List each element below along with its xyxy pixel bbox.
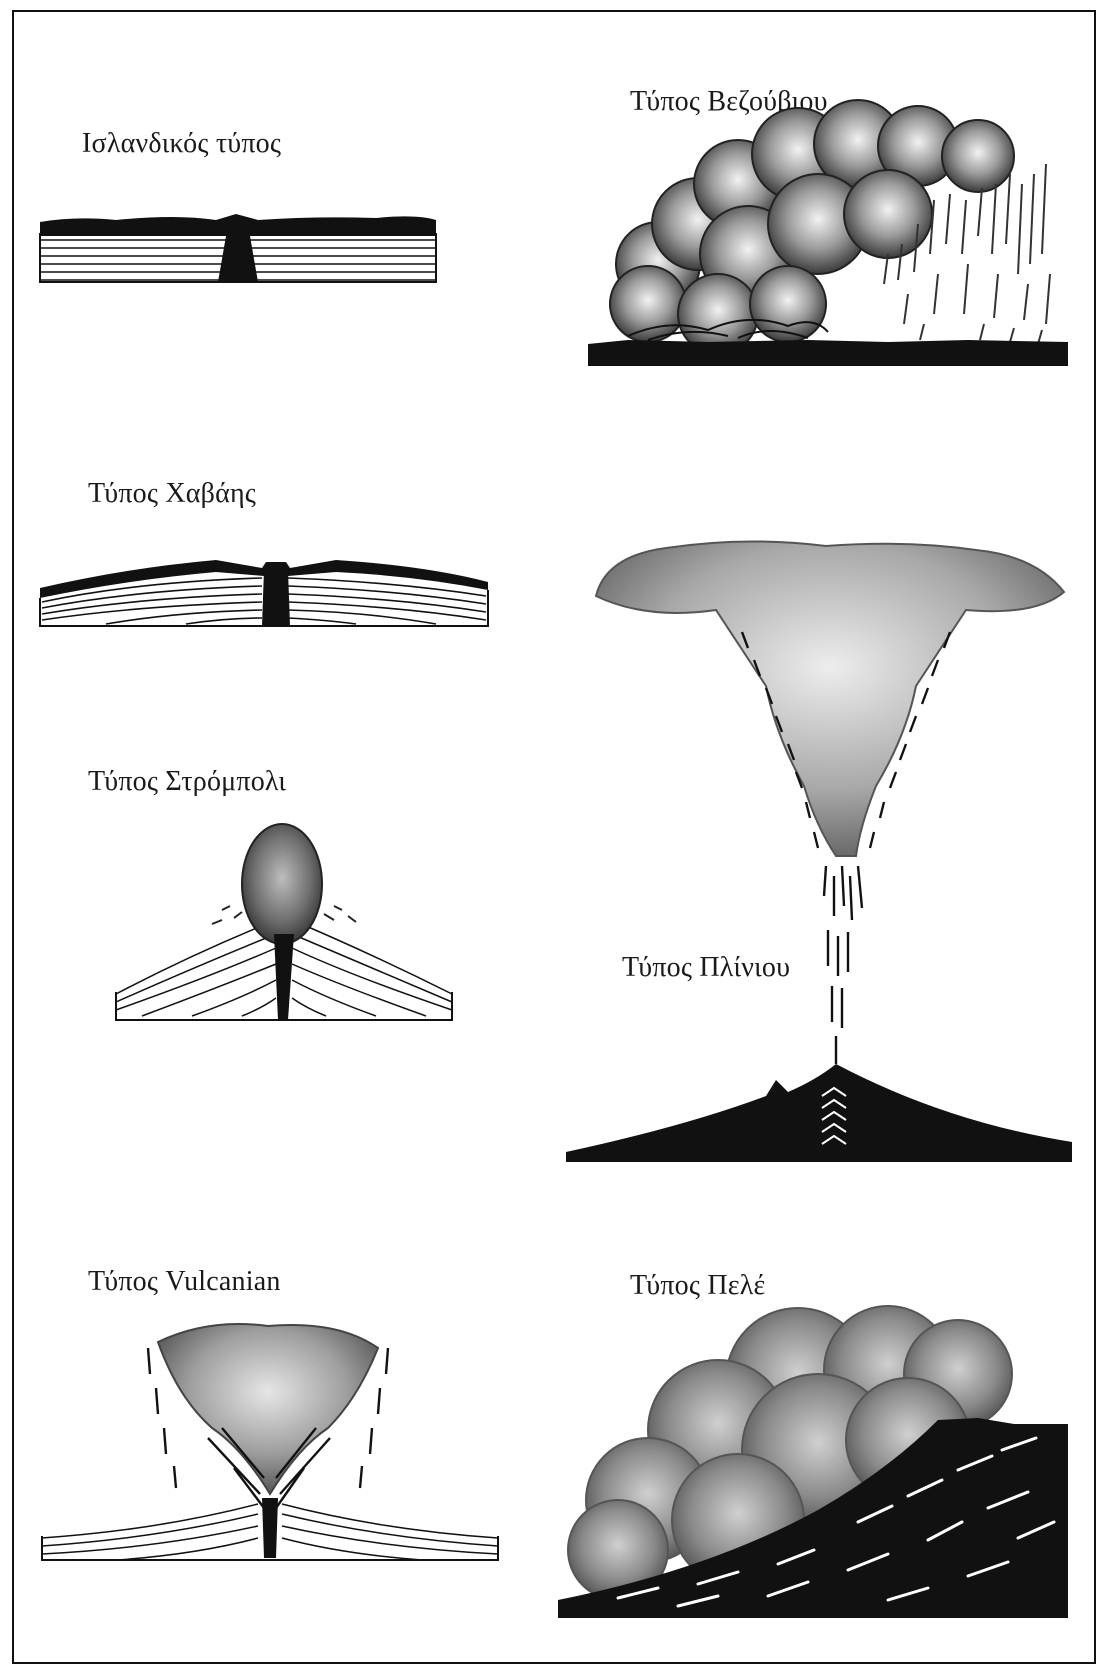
fissure-dike	[218, 236, 258, 282]
vent-conduit	[262, 1498, 278, 1558]
label-strombolian: Τύπος Στρόμπολι	[88, 766, 286, 798]
hawaiian-diagram	[36, 548, 492, 628]
volcano-cone	[566, 1064, 1072, 1162]
umbrella-cloud	[596, 541, 1064, 856]
icelandic-diagram	[36, 210, 440, 284]
vent-conduit	[274, 934, 294, 1020]
label-icelandic: Ισλανδικός τύπος	[82, 128, 281, 160]
pelean-diagram	[558, 1300, 1072, 1618]
strombolian-diagram	[112, 814, 456, 1022]
lava-flow	[40, 214, 436, 236]
vent-conduit	[262, 570, 290, 626]
ground-surface	[588, 340, 1068, 366]
plinian-diagram	[566, 536, 1076, 1162]
label-pelean: Τύπος Πελέ	[630, 1270, 765, 1302]
vesuvian-diagram	[588, 104, 1068, 366]
vulcanian-diagram	[38, 1318, 502, 1564]
eruption-cloud	[158, 1324, 378, 1494]
label-vulcanian: Τύπος Vulcanian	[88, 1266, 281, 1298]
label-hawaiian: Τύπος Χαβάης	[88, 478, 256, 510]
eruption-cloud	[610, 100, 1014, 354]
eruption-cloud	[242, 824, 322, 944]
